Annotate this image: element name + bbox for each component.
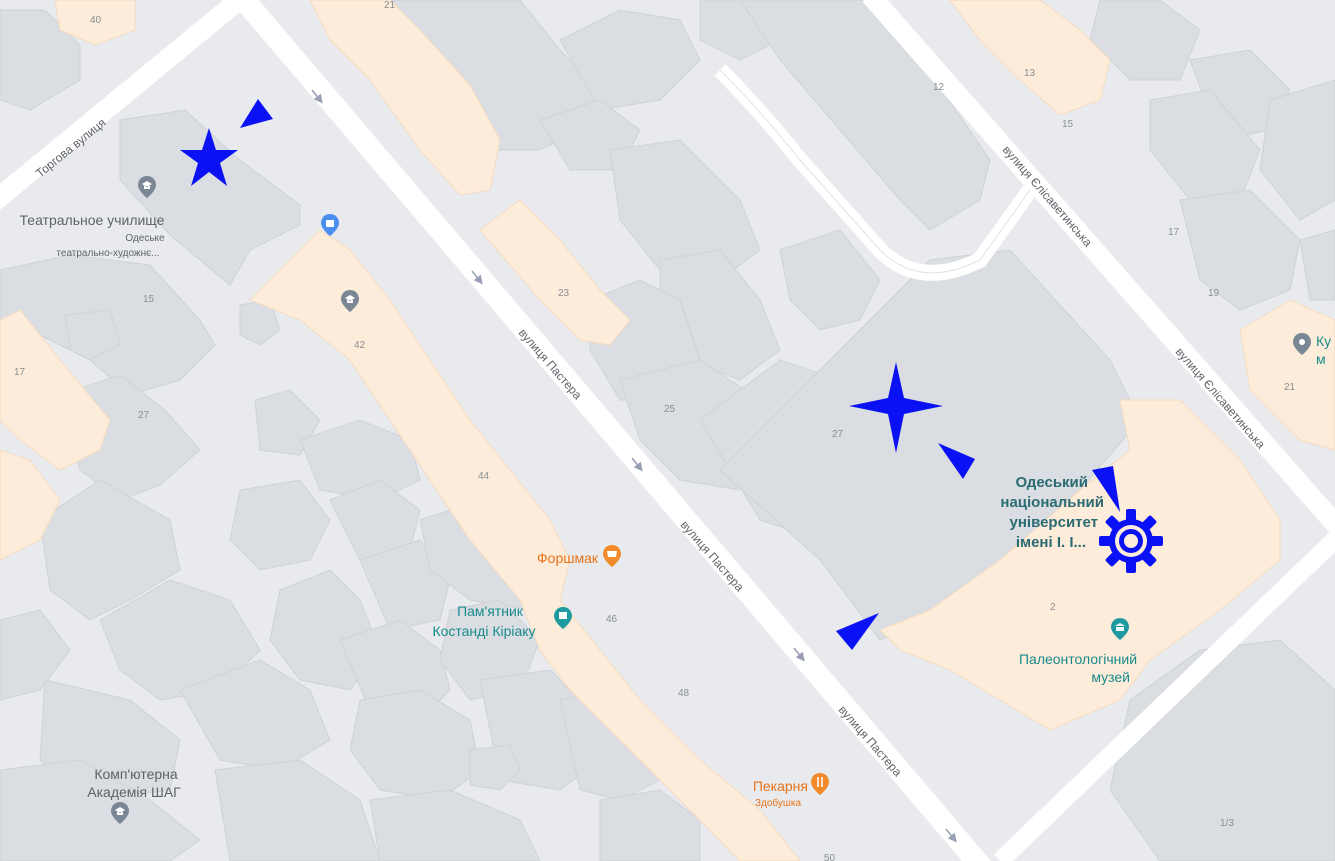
house-number: 15	[1062, 119, 1074, 130]
monument-icon	[554, 607, 572, 629]
poi-computer-academy[interactable]: Комп'ютерна Академія ШАГ	[87, 766, 181, 824]
house-number: 40	[90, 15, 102, 26]
house-number: 50	[824, 853, 836, 861]
shopping-bag-icon	[321, 214, 339, 236]
museum-icon	[1111, 618, 1129, 640]
house-number: 12	[933, 82, 945, 93]
place-icon	[1293, 333, 1311, 355]
gear-marker	[1099, 509, 1163, 573]
poi-forshmak[interactable]: Форшмак	[537, 545, 621, 567]
cafe-icon	[603, 545, 621, 567]
poi-shop[interactable]	[321, 214, 339, 236]
poi-subtitle: Одеське	[125, 233, 165, 244]
poi-subtitle: Здобушка	[755, 797, 802, 809]
school-icon	[138, 176, 156, 198]
house-number: 17	[1168, 227, 1180, 238]
house-number: 48	[678, 688, 690, 699]
house-number: 23	[558, 288, 570, 299]
house-number: 27	[138, 410, 150, 421]
house-number: 21	[1284, 382, 1296, 393]
poi-title: національний	[1000, 494, 1104, 511]
house-number: 2	[1050, 602, 1056, 613]
poi-title: імені І. І...	[1016, 534, 1086, 551]
house-number: 46	[606, 614, 618, 625]
poi-title: Одеський	[1016, 474, 1088, 491]
poi-title: Академія ШАГ	[87, 784, 181, 800]
poi-cut-right[interactable]: Ку м	[1293, 333, 1331, 367]
pastera-street	[231, 0, 991, 861]
poi-subtitle: театрально-художнє...	[56, 248, 159, 259]
house-numbers: 40 21 12 13 15 17 19 21 15 17 27 42 44 2…	[14, 0, 1296, 861]
poi-bakery[interactable]: Пекарня Здобушка	[753, 773, 829, 809]
poi-theatre-school[interactable]: Театральное училище Одеське театрально-х…	[20, 176, 166, 259]
house-number: 17	[14, 367, 26, 378]
house-number: 15	[143, 294, 155, 305]
poi-title: Костанді Кіріаку	[432, 623, 535, 639]
house-number: 42	[354, 340, 366, 351]
star-marker	[180, 128, 238, 186]
poi-title: м	[1316, 351, 1326, 367]
poi-monument[interactable]: Пам'ятник Костанді Кіріаку	[432, 603, 572, 639]
torhova-street	[0, 0, 252, 210]
school-icon	[341, 290, 359, 312]
poi-title: Комп'ютерна	[94, 766, 178, 782]
arrow-marker	[938, 443, 975, 479]
house-number: 44	[478, 471, 490, 482]
poi-title: Театральное училище	[20, 212, 165, 228]
poi-university[interactable]: Одеський національний університет імені …	[1000, 474, 1104, 551]
restaurant-icon	[811, 773, 829, 795]
yelysavetynska-street	[862, 0, 1335, 539]
road-edges	[719, 69, 1031, 274]
house-number: 13	[1024, 68, 1036, 79]
poi-title: Пекарня	[753, 778, 808, 794]
buildings-right	[719, 0, 1335, 861]
poi-title: Ку	[1316, 333, 1331, 349]
poi-title: Пам'ятник	[457, 603, 524, 619]
one-way-arrows	[311, 89, 957, 843]
arrow-marker	[1092, 466, 1120, 512]
poi-title: університет	[1010, 514, 1099, 531]
house-number: 19	[1208, 288, 1220, 299]
four-point-star-marker	[849, 362, 943, 453]
house-number: 1/3	[1220, 818, 1234, 829]
house-number: 21	[384, 0, 396, 11]
house-number: 27	[832, 429, 844, 440]
poi-title: Палеонтологічний	[1019, 651, 1137, 667]
overlay-markers	[180, 99, 1163, 650]
house-number: 25	[664, 404, 676, 415]
poi-title: Форшмак	[537, 550, 599, 566]
lower-right-street	[993, 527, 1335, 861]
arrow-marker	[836, 613, 879, 650]
poi-school-42[interactable]	[341, 290, 359, 312]
poi-museum[interactable]: Палеонтологічний музей	[1019, 618, 1137, 685]
school-icon	[111, 802, 129, 824]
arrow-marker	[240, 99, 273, 128]
poi-title: музей	[1091, 669, 1130, 685]
